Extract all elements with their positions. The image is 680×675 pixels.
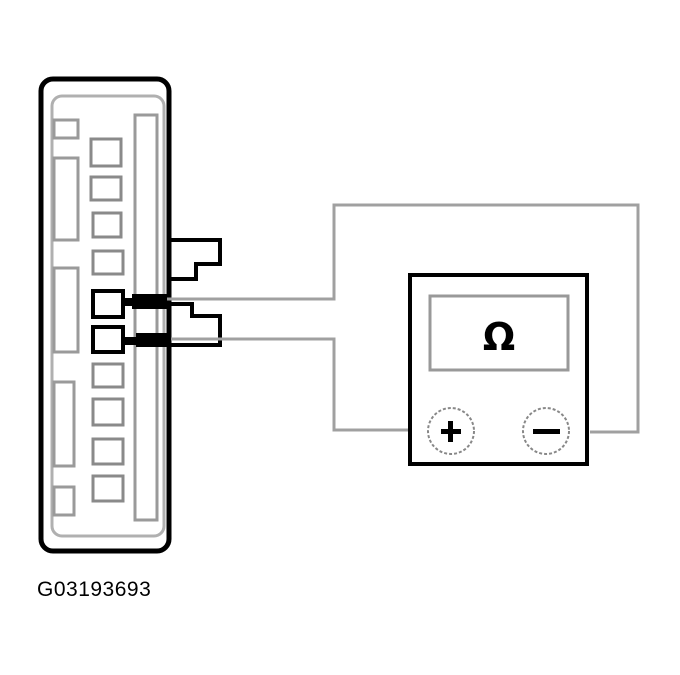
pin-cavities bbox=[89, 137, 125, 503]
connector bbox=[38, 76, 222, 554]
test-leads bbox=[167, 203, 640, 434]
minus-icon bbox=[533, 429, 560, 434]
multimeter: Ω bbox=[408, 273, 589, 466]
ohm-symbol: Ω bbox=[483, 315, 515, 359]
test-probes bbox=[122, 294, 171, 347]
positive-terminal bbox=[427, 407, 475, 455]
figure-id-label: G03193693 bbox=[37, 578, 152, 601]
negative-terminal bbox=[522, 407, 570, 455]
